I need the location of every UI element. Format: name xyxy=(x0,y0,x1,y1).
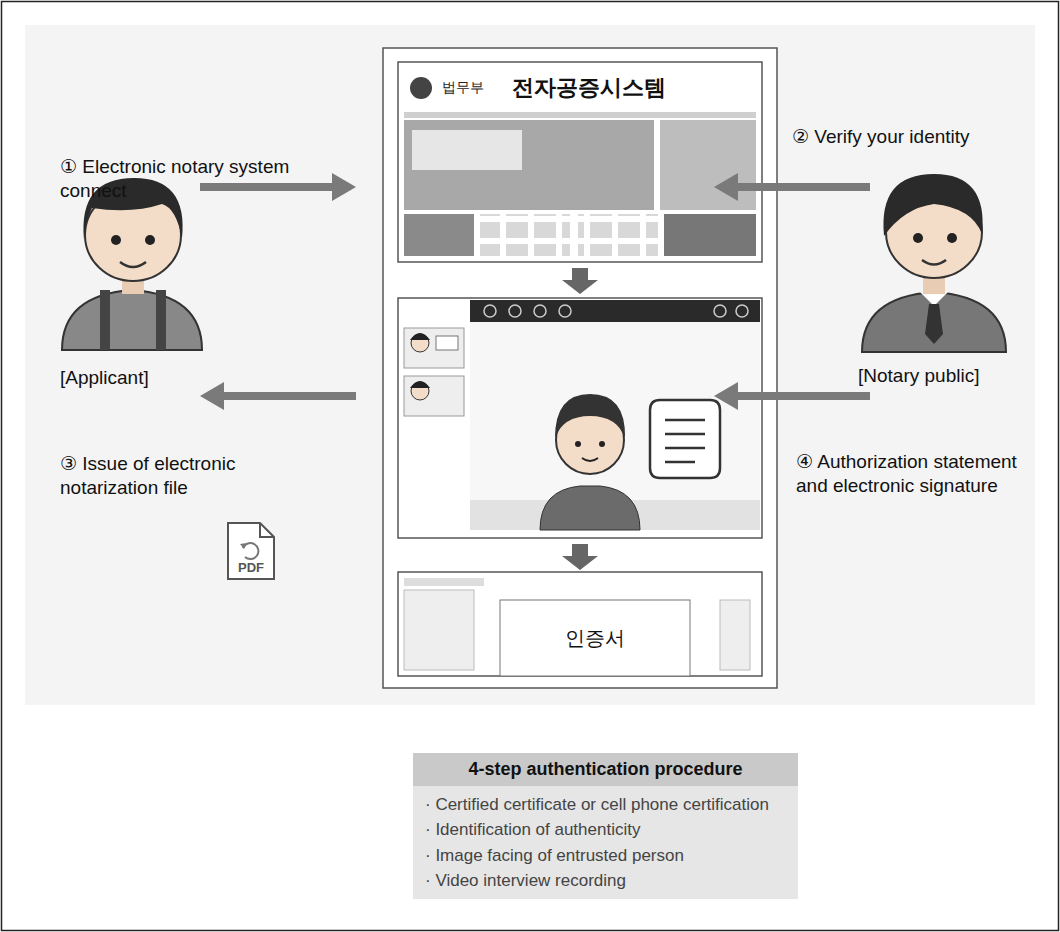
label-text: ③ Issue of electronic notarization file xyxy=(60,452,310,500)
icon-text: PDF xyxy=(228,560,274,576)
label-text: ② Verify your identity xyxy=(792,125,1032,149)
screen-panel: 인증서 xyxy=(500,600,690,676)
procedure-item: · Identification of authenticity xyxy=(413,817,798,842)
label-text: ④ Authorization statement and electronic… xyxy=(796,450,1036,498)
procedure-item: · Video interview recording xyxy=(413,868,798,899)
procedure-box: 4-step authentication procedure· Certifi… xyxy=(413,753,798,899)
system-title: 전자공증시스템 xyxy=(512,73,666,103)
notary-figure xyxy=(862,174,1006,352)
role-label: [Applicant] xyxy=(60,366,220,390)
ministry-name: 법무부 xyxy=(442,79,484,97)
role-label: [Notary public] xyxy=(858,364,1038,388)
label-text: ① Electronic notary system connect xyxy=(60,155,315,203)
procedure-item: · Certified certificate or cell phone ce… xyxy=(413,786,798,817)
document-title: 인증서 xyxy=(565,625,625,652)
applicant-figure xyxy=(62,178,202,350)
procedure-item: · Image facing of entrusted person xyxy=(413,843,798,868)
logo-mark xyxy=(410,77,432,99)
procedure-heading: 4-step authentication procedure xyxy=(413,753,798,786)
screen-panel: 법무부 전자공증시스템 xyxy=(404,66,756,110)
